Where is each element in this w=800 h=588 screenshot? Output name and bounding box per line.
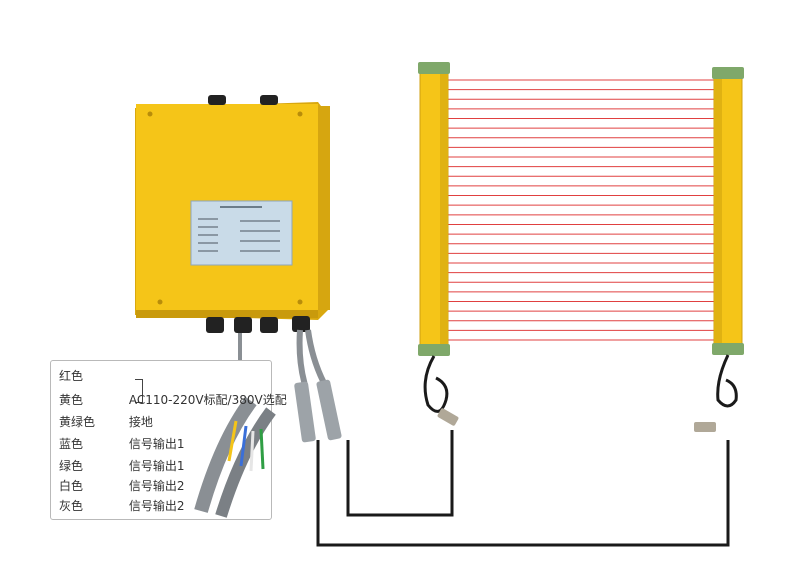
wire-color-label: 红色 bbox=[59, 369, 84, 383]
wiring-legend: 红色 黄色 AC110-220V标配/380V选配 黄绿色 接地 蓝色 信号输出… bbox=[50, 360, 287, 520]
legend-row: 灰色 信号输出2 bbox=[59, 497, 184, 514]
cable-wires-photo bbox=[194, 396, 276, 518]
light-curtain-receiver bbox=[694, 67, 744, 432]
controller-box bbox=[135, 95, 330, 333]
wire-color-label: 黄绿色 bbox=[59, 415, 96, 429]
legend-row: 黄绿色 接地 bbox=[59, 413, 153, 430]
legend-row: 白色 信号输出2 bbox=[59, 477, 184, 494]
legend-row: 绿色 信号输出1 bbox=[59, 457, 184, 474]
connector-plug bbox=[294, 329, 342, 443]
wire-color-label: 绿色 bbox=[59, 459, 84, 473]
controller-label-panel bbox=[190, 200, 293, 266]
wire-desc-label: AC110-220V标配/380V选配 bbox=[128, 393, 287, 407]
cable bbox=[316, 430, 730, 547]
wire-desc-label: 信号输出1 bbox=[128, 459, 185, 473]
wire-desc-label: 信号输出2 bbox=[128, 479, 185, 493]
legend-row: 红色 bbox=[59, 367, 109, 384]
wire-color-label: 白色 bbox=[59, 479, 84, 493]
bracket-mark bbox=[135, 379, 143, 403]
legend-row: 黄色 AC110-220V标配/380V选配 bbox=[59, 391, 287, 408]
wire-desc-label: 信号输出2 bbox=[128, 499, 185, 513]
light-curtain-emitter bbox=[418, 62, 459, 426]
wire-color-label: 黄色 bbox=[59, 393, 84, 407]
legend-row: 蓝色 信号输出1 bbox=[59, 435, 184, 452]
wire-color-label: 灰色 bbox=[59, 499, 84, 513]
wire-desc-label: 接地 bbox=[128, 415, 153, 429]
wire-desc-label: 信号输出1 bbox=[128, 437, 185, 451]
wire-color-label: 蓝色 bbox=[59, 437, 84, 451]
light-curtain-beams bbox=[448, 79, 714, 341]
